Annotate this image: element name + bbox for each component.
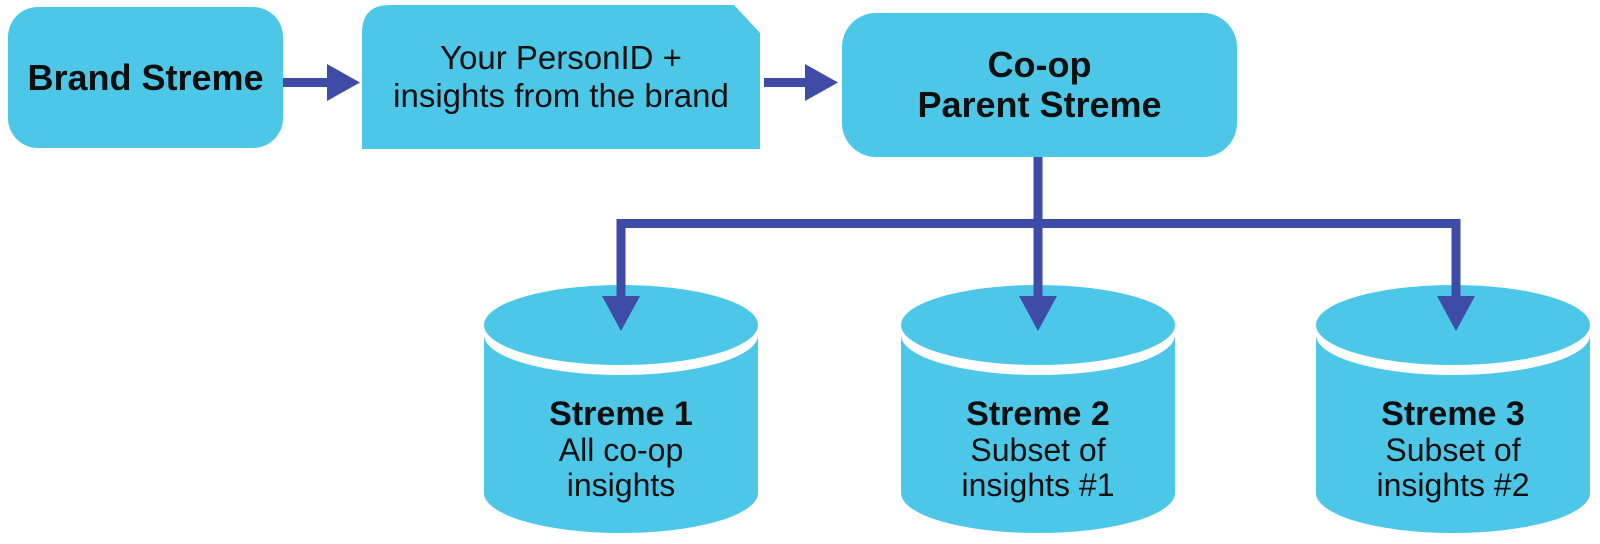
cylinder-1-title: Streme 1 xyxy=(549,395,693,433)
person-id-card-line1: Your PersonID + xyxy=(440,39,682,76)
cylinder-streme-3: Streme 3 Subset of insights #2 xyxy=(1316,285,1590,533)
coop-parent-streme-box: Co-op Parent Streme xyxy=(842,13,1237,157)
cylinder-2-subtitle2: insights #1 xyxy=(961,467,1115,503)
cylinder-3-subtitle1: Subset of xyxy=(1385,432,1521,468)
person-id-card-line2: insights from the brand xyxy=(393,77,729,114)
cylinder-streme-1: Streme 1 All co-op insights xyxy=(484,285,758,533)
brand-streme-box: Brand Streme xyxy=(8,7,283,148)
cylinder-3-subtitle2: insights #2 xyxy=(1376,467,1530,503)
cylinder-streme-2: Streme 2 Subset of insights #1 xyxy=(901,285,1175,533)
arrow-brand-to-card-icon xyxy=(283,64,360,101)
cylinder-1-subtitle2: insights xyxy=(566,467,676,503)
cylinder-2-title: Streme 2 xyxy=(966,395,1110,433)
coop-parent-line2: Parent Streme xyxy=(917,84,1162,125)
coop-parent-line1: Co-op xyxy=(987,44,1092,85)
arrow-card-to-parent-icon xyxy=(764,64,838,101)
brand-streme-label: Brand Streme xyxy=(27,56,264,98)
cylinder-1-subtitle1: All co-op xyxy=(558,432,684,468)
card-note-shape xyxy=(362,5,760,149)
cylinder-2-subtitle1: Subset of xyxy=(970,432,1106,468)
person-id-card: Your PersonID + insights from the brand xyxy=(362,5,760,149)
cylinder-3-title: Streme 3 xyxy=(1381,395,1525,433)
